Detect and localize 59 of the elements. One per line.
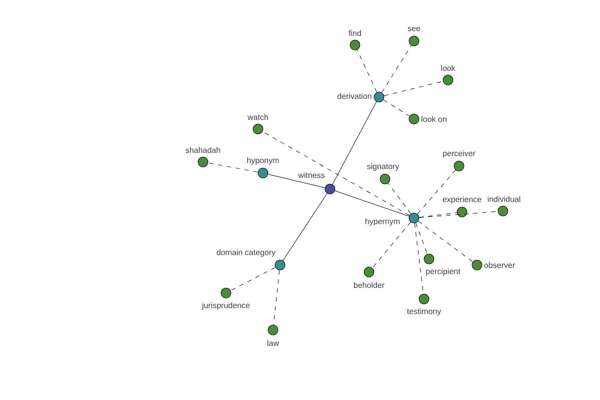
connector-line	[416, 222, 428, 254]
connector-line	[356, 50, 378, 92]
graph-node: see	[408, 26, 420, 46]
graph-node: individual	[488, 196, 520, 216]
node-label: law	[268, 340, 280, 346]
connector-line	[417, 170, 456, 214]
connector-line	[273, 270, 280, 326]
graph-node: look	[441, 65, 456, 86]
connector-line	[384, 81, 444, 96]
node-label: look on	[422, 116, 446, 122]
graph-node: domain category	[216, 249, 286, 270]
connector-line	[282, 193, 328, 261]
connector-line	[208, 162, 258, 172]
graph-node: observer	[472, 260, 515, 270]
graph-node: find	[348, 30, 361, 50]
graph-node: shahadah	[186, 147, 220, 168]
node-label: observer	[484, 262, 515, 268]
connector-line	[382, 45, 412, 93]
node-label: look	[441, 65, 456, 71]
graph-node: hyponym	[247, 157, 279, 178]
node-label: witness	[298, 172, 325, 178]
node-label: jurisprudence	[202, 302, 250, 310]
node-label: beholder	[354, 282, 384, 288]
connector-line	[372, 222, 411, 268]
connector-line	[268, 174, 326, 188]
graph-node: jurisprudence	[202, 288, 250, 310]
graph-node: experience	[442, 196, 482, 218]
graph-node: beholder	[354, 266, 384, 288]
node-label: hyponym	[247, 157, 279, 165]
graph-node: signatory	[367, 163, 400, 184]
graph-node: derivation	[338, 92, 384, 102]
graph-node: law	[268, 324, 280, 346]
graph-node: look on	[408, 114, 446, 124]
node-label: perceiver	[443, 150, 476, 158]
connector-line	[332, 101, 377, 185]
graph-node: witness	[298, 172, 336, 194]
node-label: hypernym	[365, 218, 400, 226]
graph-node: perceiver	[443, 150, 476, 172]
connector-line	[418, 220, 474, 262]
connector-line	[388, 182, 412, 214]
node-label: experience	[442, 196, 482, 204]
graph-node: percipient	[424, 254, 460, 276]
node-label: derivation	[337, 93, 372, 99]
connector-line	[230, 267, 276, 291]
connector-line	[383, 100, 410, 116]
graph-node: watch	[248, 114, 268, 134]
node-label: individual	[488, 196, 520, 202]
node-label: domain category	[216, 249, 276, 257]
graph-node: testimony	[407, 294, 442, 316]
node-label: watch	[248, 114, 268, 120]
connector-line	[334, 190, 410, 217]
graph-node: hypernym	[366, 212, 420, 226]
node-label: testimony	[407, 308, 442, 316]
node-label: signatory	[366, 163, 400, 171]
node-label: find	[348, 30, 361, 36]
connector-line	[418, 212, 458, 218]
node-label: percipient	[426, 268, 460, 276]
node-label: shahadah	[186, 147, 220, 153]
node-label: see	[408, 26, 420, 32]
